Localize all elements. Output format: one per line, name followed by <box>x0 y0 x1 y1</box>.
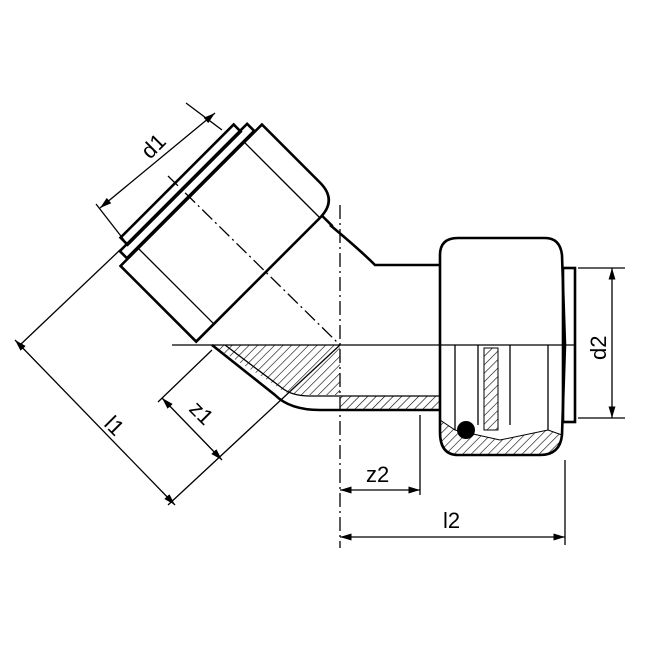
elbow-top-edge <box>329 224 440 267</box>
pipe-wall-hatch <box>340 396 440 410</box>
z1-dimension-line <box>161 397 223 461</box>
o-ring <box>457 421 475 439</box>
l2-label: l2 <box>443 508 460 533</box>
grip-ring <box>483 347 499 431</box>
right-cap <box>438 236 577 457</box>
elbow-wall-hatch <box>212 345 340 395</box>
d1-dimension-line <box>99 112 216 209</box>
l1-label: l1 <box>99 411 129 441</box>
left-axis-centerline <box>167 175 341 346</box>
l1-dimension-line <box>14 339 176 506</box>
d1-label: d1 <box>136 129 171 164</box>
elbow-inner-edge <box>224 344 440 397</box>
z1-label: z1 <box>184 396 218 430</box>
d2-label: d2 <box>586 336 611 360</box>
elbow-bottom-edge <box>211 343 440 412</box>
z2-label: z2 <box>366 462 389 487</box>
